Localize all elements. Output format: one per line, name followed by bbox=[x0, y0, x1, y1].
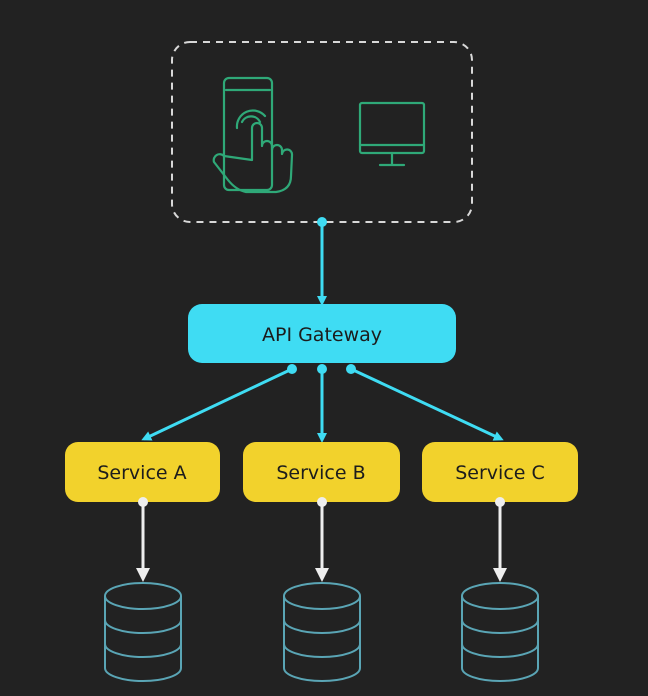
service-a-label: Service A bbox=[97, 462, 186, 484]
service-a-node: Service A bbox=[65, 442, 220, 502]
client-to-gateway-arrow bbox=[317, 217, 327, 306]
phone-tap-icon bbox=[212, 76, 294, 194]
gateway-to-service-b-arrow bbox=[317, 364, 327, 443]
service-c-label: Service C bbox=[455, 462, 545, 484]
database-icon bbox=[461, 582, 539, 682]
database-icon bbox=[104, 582, 182, 682]
monitor-icon bbox=[358, 101, 426, 167]
database-icon bbox=[283, 582, 361, 682]
client-devices-group bbox=[171, 41, 473, 223]
service-b-label: Service B bbox=[276, 462, 365, 484]
gateway-to-service-c-arrow bbox=[346, 364, 504, 441]
service-a-to-db-arrow bbox=[136, 497, 150, 582]
service-b-node: Service B bbox=[243, 442, 400, 502]
api-gateway-label: API Gateway bbox=[262, 324, 382, 346]
client-devices-box bbox=[171, 41, 473, 223]
service-b-to-db-arrow bbox=[315, 497, 329, 582]
service-c-node: Service C bbox=[422, 442, 578, 502]
api-gateway-node: API Gateway bbox=[188, 304, 456, 363]
service-c-to-db-arrow bbox=[493, 497, 507, 582]
gateway-to-service-a-arrow bbox=[141, 364, 297, 441]
